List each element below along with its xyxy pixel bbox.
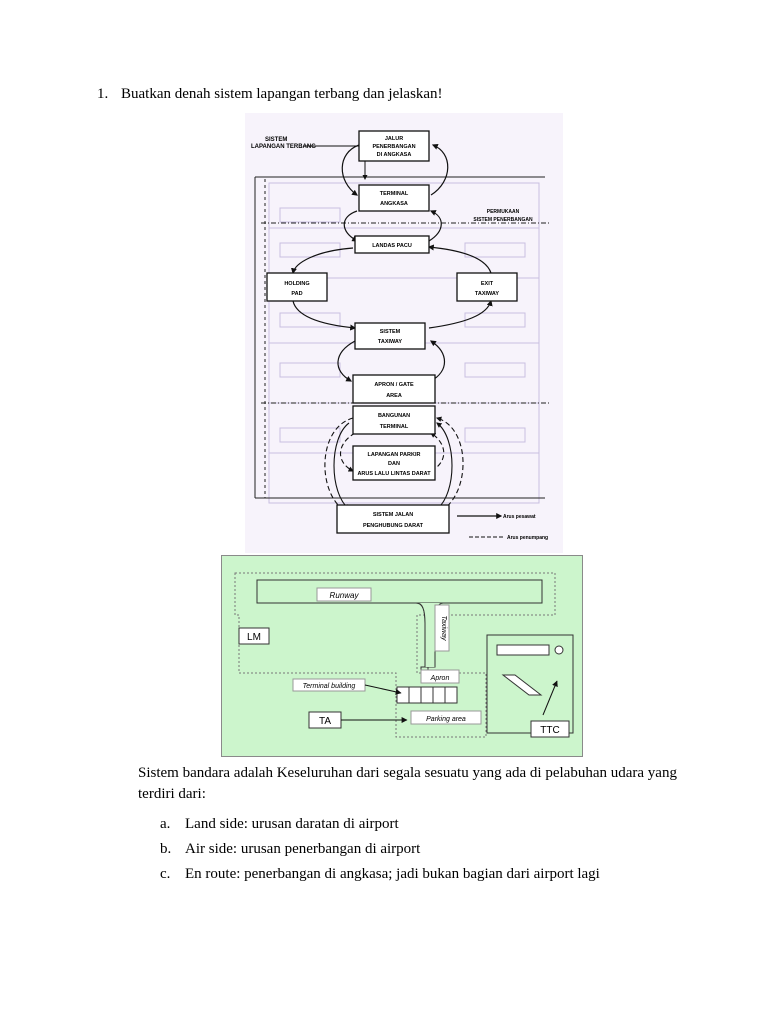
parkir-line3: ARUS LALU LINTAS DARAT bbox=[357, 471, 431, 477]
holding-line2: PAD bbox=[291, 291, 302, 297]
exit-line1: EXIT bbox=[481, 281, 494, 287]
parkir-line2: DAN bbox=[388, 461, 400, 467]
question-text: Buatkan denah sistem lapangan terbang da… bbox=[121, 86, 443, 102]
box-jalur-penerbangan bbox=[358, 130, 430, 162]
apron-label-box bbox=[420, 669, 460, 684]
gate-3 bbox=[420, 686, 434, 704]
legend-solid-label: Arus pesawat bbox=[503, 514, 536, 520]
taxiway-label: Taxiway bbox=[440, 615, 447, 641]
airport-boundary bbox=[234, 572, 556, 738]
airport-system-flow-diagram: SISTEM LAPANGAN TERBANG bbox=[245, 113, 563, 553]
list-marker: a. bbox=[160, 816, 171, 832]
list-text: En route: penerbangan di angkasa; jadi b… bbox=[185, 866, 600, 882]
list-text: Air side: urusan penerbangan di airport bbox=[185, 841, 421, 857]
box-bangunan-terminal bbox=[352, 405, 436, 435]
box-lapangan-parkir bbox=[352, 445, 436, 481]
apron-line2: AREA bbox=[386, 393, 402, 399]
taxiway-label-box bbox=[434, 604, 450, 652]
gate-5 bbox=[444, 686, 458, 704]
question: 1. Buatkan denah sistem lapangan terbang … bbox=[97, 86, 443, 103]
exit-line2: TAXIWAY bbox=[475, 291, 499, 297]
interface-label-line1: PERMUKAAN bbox=[487, 209, 520, 215]
list-marker: b. bbox=[160, 841, 172, 857]
terminal-arrow bbox=[364, 684, 402, 695]
ttc-slanted-shape bbox=[501, 674, 543, 696]
ttc-area bbox=[486, 634, 574, 734]
ta-label: TA bbox=[319, 716, 331, 727]
frame-lines bbox=[254, 176, 549, 499]
airport-system-list: a. Land side: urusan daratan di airport b… bbox=[160, 812, 600, 887]
lm-box bbox=[238, 627, 270, 645]
legend-dashed-label: Arus penumpang bbox=[507, 535, 548, 541]
terminal-angkasa-line2: ANGKASA bbox=[380, 201, 408, 207]
taxiway-line1: SISTEM bbox=[380, 329, 401, 335]
list-item: a. Land side: urusan daratan di airport bbox=[160, 812, 600, 837]
diagram-title-line1: SISTEM bbox=[265, 137, 287, 143]
box-holding-pad bbox=[266, 272, 328, 302]
apron-label: Apron bbox=[430, 675, 450, 682]
gate-2 bbox=[408, 686, 422, 704]
jalur-line1: JALUR bbox=[385, 136, 403, 142]
runway-label: Runway bbox=[330, 591, 360, 600]
holding-line1: HOLDING bbox=[284, 281, 309, 287]
box-exit-taxiway bbox=[456, 272, 518, 302]
list-item: b. Air side: urusan penerbangan di airpor… bbox=[160, 837, 600, 862]
ttc-arrow bbox=[542, 680, 558, 716]
apron-line1: APRON / GATE bbox=[374, 382, 414, 388]
jalan-line1: SISTEM JALAN bbox=[373, 512, 413, 518]
lm-label: LM bbox=[247, 632, 261, 643]
runway-label-box bbox=[316, 587, 372, 602]
interface-label-line2: SISTEM PENERBANGAN bbox=[473, 217, 533, 223]
gate-1 bbox=[396, 686, 410, 704]
ttc-label: TTC bbox=[540, 725, 559, 736]
taxiway-line2: TAXIWAY bbox=[378, 339, 402, 345]
question-number: 1. bbox=[97, 86, 109, 102]
diagram-title-line2: LAPANGAN TERBANG bbox=[251, 144, 316, 150]
parkir-line1: LAPANGAN PARKIR bbox=[368, 452, 421, 458]
ttc-bar bbox=[496, 644, 550, 656]
jalan-line2: PENGHUBUNG DARAT bbox=[363, 523, 424, 529]
ttc-box bbox=[530, 720, 570, 738]
runway-strip bbox=[256, 579, 543, 604]
list-text: Land side: urusan daratan di airport bbox=[185, 816, 399, 832]
airport-layout-diagram: Runway Taxiway LM Apron Terminal buildin… bbox=[221, 555, 583, 757]
parking-label-box bbox=[410, 710, 482, 725]
box-sistem-taxiway bbox=[354, 322, 426, 350]
ttc-circle bbox=[554, 645, 564, 655]
terminal-angkasa-line1: TERMINAL bbox=[380, 191, 409, 197]
ground-flow-lines bbox=[333, 422, 453, 510]
layout-background bbox=[221, 555, 583, 757]
definition-paragraph: Sistem bandara adalah Keseluruhan dari s… bbox=[138, 765, 677, 802]
list-marker: c. bbox=[160, 866, 171, 882]
gate-4 bbox=[432, 686, 446, 704]
list-item: c. En route: penerbangan di angkasa; jadi… bbox=[160, 862, 600, 887]
parking-label: Parking area bbox=[426, 716, 466, 723]
bangunan-line2: TERMINAL bbox=[380, 424, 409, 430]
box-landas-pacu bbox=[354, 235, 430, 254]
box-sistem-jalan bbox=[336, 504, 450, 534]
terminal-building-label: Terminal building bbox=[303, 683, 356, 690]
box-terminal-angkasa bbox=[358, 184, 430, 212]
box-apron-gate bbox=[352, 374, 436, 404]
jalur-line2: PENERBANGAN bbox=[372, 144, 415, 150]
jalur-line3: DI ANGKASA bbox=[377, 152, 412, 158]
bangunan-line1: BANGUNAN bbox=[378, 413, 410, 419]
landas-pacu-label: LANDAS PACU bbox=[372, 243, 412, 249]
